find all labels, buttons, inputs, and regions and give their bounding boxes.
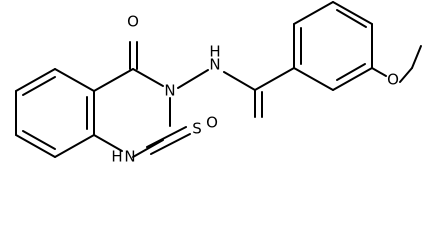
thione-bond bbox=[150, 133, 191, 155]
c-o-bond bbox=[371, 67, 387, 77]
o-c-bond bbox=[399, 67, 413, 83]
atom-label-sulfur: S bbox=[192, 120, 202, 138]
double-bond-inner bbox=[22, 130, 56, 150]
n-n-bond bbox=[177, 69, 209, 89]
atom-label-oxygen: O bbox=[206, 114, 218, 132]
molecule-drawing: O N N H O O S H N bbox=[15, 1, 422, 165]
atom-label-hydrogen: H bbox=[209, 43, 220, 61]
atom-label-nitrogen: N bbox=[164, 82, 175, 100]
double-bond-inner bbox=[336, 63, 366, 81]
bond bbox=[15, 68, 56, 92]
bond bbox=[293, 1, 334, 25]
bond bbox=[54, 134, 95, 158]
double-bond-inner bbox=[22, 76, 56, 96]
bond bbox=[132, 68, 164, 87]
bond bbox=[332, 1, 373, 25]
double-bond-inner bbox=[336, 9, 367, 28]
bond bbox=[15, 134, 56, 158]
bond bbox=[293, 67, 334, 91]
atom-label-oxygen: O bbox=[387, 71, 399, 89]
chemical-structure-diagram: O N N H O O S H N bbox=[15, 1, 422, 165]
atom-label-hydrogen: H bbox=[111, 148, 122, 165]
bond bbox=[132, 139, 164, 158]
c-c-bond bbox=[411, 45, 422, 69]
bond bbox=[54, 68, 95, 92]
atom-label-nitrogen: N bbox=[124, 148, 135, 165]
bond bbox=[93, 134, 123, 152]
atom-label-oxygen: O bbox=[127, 13, 139, 31]
amide-linkage bbox=[177, 67, 295, 118]
bond bbox=[332, 67, 373, 91]
pyrimidinone-ring bbox=[93, 41, 191, 158]
benzo-ring bbox=[15, 68, 95, 158]
n-c-bond bbox=[223, 71, 256, 91]
c-aryl-bond bbox=[254, 67, 295, 91]
ethoxy-group bbox=[371, 45, 422, 83]
thione-bond bbox=[146, 126, 187, 148]
bond bbox=[93, 68, 134, 92]
atom-label-nitrogen: N bbox=[209, 56, 220, 74]
aryl-ring bbox=[293, 1, 373, 91]
